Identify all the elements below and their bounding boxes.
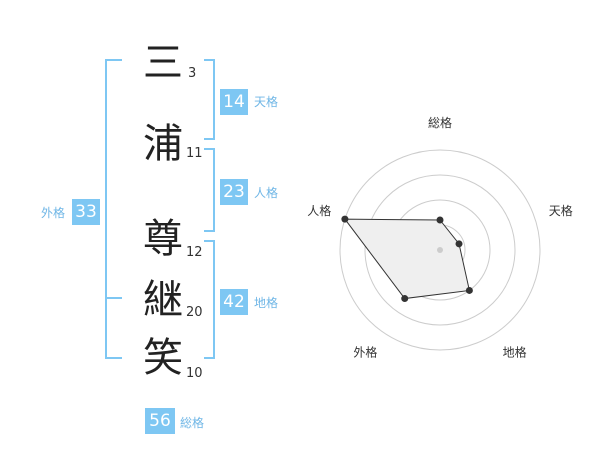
name-char-5: 笑 <box>143 335 183 381</box>
stroke-count-4: 20 <box>186 305 203 320</box>
stroke-count-5: 10 <box>186 366 203 381</box>
tenkaku-label: 天格 <box>254 95 279 109</box>
radar-axis-label-3: 地格 <box>503 345 527 360</box>
chikaku-label: 地格 <box>254 296 279 310</box>
tenkaku-bracket <box>204 59 215 140</box>
radar-point-5 <box>341 215 349 223</box>
radar-ring <box>339 149 541 351</box>
soukaku-label: 総格 <box>180 416 205 430</box>
radar-axis-label-5: 人格 <box>307 203 331 218</box>
radar-axis-label-1: 総格 <box>428 115 452 130</box>
name-char-4: 継 <box>143 277 183 323</box>
radar-points <box>341 215 473 303</box>
stroke-count-2: 11 <box>186 146 203 161</box>
soukaku-value: 56 <box>145 408 175 434</box>
name-char-2: 浦 <box>143 121 183 167</box>
jinkaku-value: 23 <box>220 179 248 205</box>
chikaku-value: 42 <box>220 289 248 315</box>
gaikaku-label: 外格 <box>41 206 66 220</box>
name-char-3: 尊 <box>143 216 183 262</box>
radar-point-4 <box>401 295 409 303</box>
gaikaku-bracket <box>105 59 122 359</box>
jinkaku-label: 人格 <box>254 186 279 200</box>
radar-axis-label-4: 外格 <box>353 345 377 360</box>
stroke-count-1: 3 <box>188 66 197 81</box>
chikaku-bracket <box>204 240 215 359</box>
gaikaku-value: 33 <box>72 199 100 225</box>
radar-point-2 <box>455 240 463 248</box>
radar-center-dot <box>437 247 443 253</box>
radar-axis-label-2: 天格 <box>549 203 573 218</box>
tenkaku-value: 14 <box>220 89 248 115</box>
radar-point-1 <box>436 216 444 224</box>
radar-data-area <box>343 218 470 300</box>
radar-point-3 <box>465 286 473 294</box>
jinkaku-bracket <box>204 148 215 232</box>
stroke-count-3: 12 <box>186 245 203 260</box>
radar-ring <box>364 174 516 326</box>
name-char-1: 三 <box>143 40 183 86</box>
